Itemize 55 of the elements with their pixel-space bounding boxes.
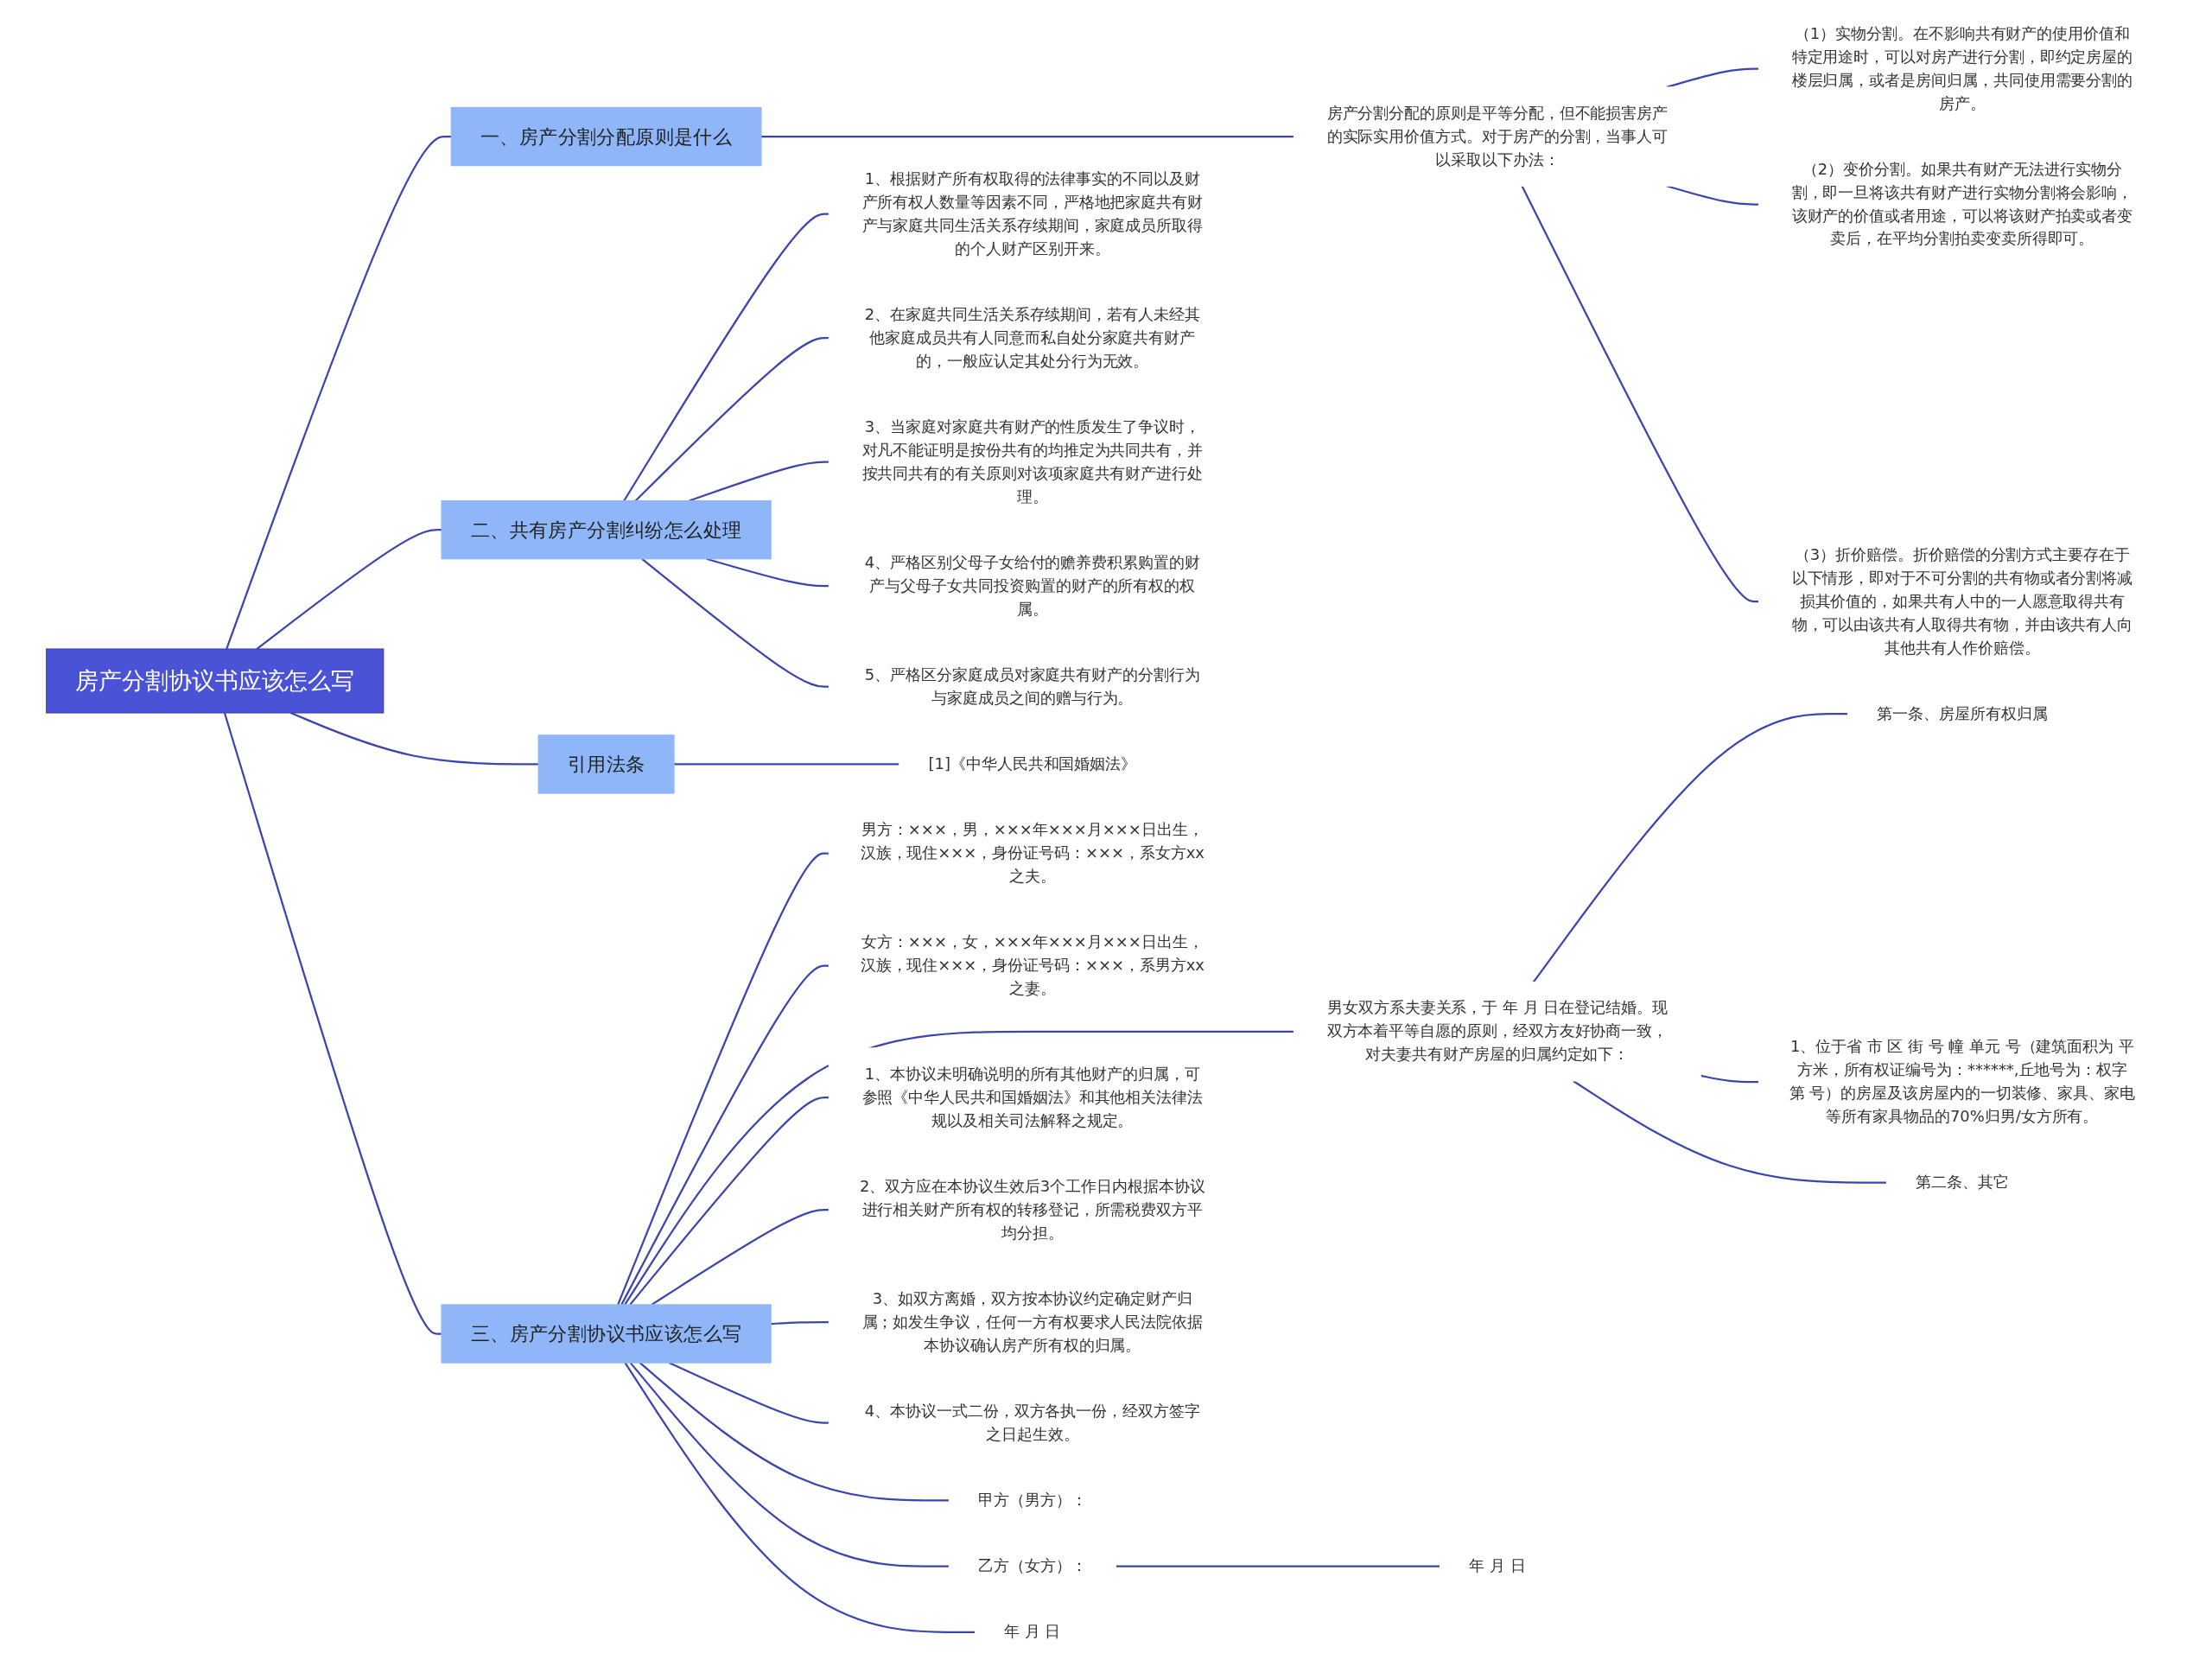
node-text: 2、双方应在本协议生效后3个工作日内根据本协议进行相关财产所有权的转移登记，所需税费双方平均分担。 — [860, 1176, 1205, 1243]
node-text: 房产分割分配的原则是平等分配，但不能损害房产的实际实用价值方式。对于房产的分割，当事人可以采取以下办法： — [1326, 103, 1669, 169]
connector — [223, 712, 442, 1335]
node-text: 1、根据财产所有权取得的法律事实的不同以及财产所有权人数量等因素不同，严格地把家庭共有财产与家庭共同生活关系存续期间，家庭成员所取得的个人财产区别开来。 — [861, 169, 1204, 258]
node-box: 二、共有房产分割纠纷怎么处理 — [441, 499, 772, 560]
node-text: 年 月 日 — [1469, 1556, 1526, 1575]
node-text: 甲方（男方）： — [978, 1491, 1087, 1510]
node-box: 引用法条 — [537, 734, 675, 794]
node-text: 男方：×××，男，×××年×××月×××日出生，汉族，现住×××，身份证号码：×××，系女方xx之夫。 — [860, 820, 1205, 886]
node-text: 5、严格区分家庭成员对家庭共有财产的分割行为与家庭成员之间的赠与行为。 — [864, 665, 1200, 708]
node-text: 女方：×××，女，×××年×××月×××日出生，汉族，现住×××，身份证号码：×××，系男方xx之妻。 — [860, 932, 1205, 998]
node-text: 乙方（女方）： — [978, 1556, 1087, 1575]
node-text: [1]《中华人民共和国婚姻法》 — [928, 754, 1137, 773]
connector — [674, 763, 899, 766]
node-text: 第二条、其它 — [1916, 1173, 2009, 1192]
connector — [624, 1030, 1294, 1306]
connector — [1116, 1565, 1440, 1567]
connector — [760, 135, 1294, 138]
node-box: 房产分割协议书应该怎么写 — [46, 648, 385, 714]
node-text: （3）折价赔偿。折价赔偿的分割方式主要存在于以下情形，即对于不可分割的共有物或者分割将减损其价值的，如果共有人中的一人愿意取得共有物，可以由该共有人取得共有物，并由该共有人向其他共有人作价赔偿。 — [1791, 545, 2133, 657]
node-text: 3、如双方离婚，双方按本协议约定确定财产归属；如发生争议，任何一方有权要求人民法院依据本协议确认房产所有权的归属。 — [861, 1288, 1204, 1355]
node-text: 男女双方系夫妻关系，于 年 月 日在登记结婚。现双方本着平等自愿的原则，经双方友好协商一致，对夫妻共有财产房屋的归属约定如下： — [1326, 998, 1669, 1064]
connector — [1700, 1074, 1759, 1084]
connector — [1666, 185, 1759, 206]
connector — [634, 337, 830, 502]
node-text: 2、在家庭共同生活关系存续期间，若有人未经其他家庭成员共有人同意而私自处分家庭共有财产的，一般应认定其处分行为无效。 — [864, 305, 1200, 371]
node-text: 4、本协议一式二份，双方各执一份，经双方签字之日起生效。 — [864, 1401, 1200, 1444]
node-text: 4、严格区别父母子女给付的赡养费积累购置的财产与父母子女共同投资购置的财产的所有权的权属。 — [864, 553, 1200, 619]
node-text: 第一条、房屋所有权归属 — [1877, 703, 2048, 723]
connector — [639, 1362, 950, 1502]
node-text: 年 月 日 — [1004, 1622, 1061, 1641]
connector — [624, 1362, 976, 1633]
connector — [641, 557, 830, 688]
connector — [689, 461, 830, 502]
node-text: （2）变价分割。如果共有财产无法进行实物分割，即一旦将该共有财产进行实物分割将会影响，该财产的价值或者用途，可以将该财产拍卖或者变卖后，在平均分割拍卖变卖所得即可。 — [1791, 159, 2133, 248]
connector — [629, 1096, 830, 1306]
connector — [1521, 185, 1759, 603]
connector — [1532, 713, 1848, 983]
node-box: 一、房产分割分配原则是什么 — [450, 106, 762, 167]
connector — [1666, 67, 1759, 88]
connector — [226, 135, 452, 650]
node-box: 三、房产分割协议书应该怎么写 — [441, 1304, 772, 1364]
connector — [669, 1362, 830, 1424]
connector — [620, 964, 830, 1306]
node-text: 3、当家庭对家庭共有财产的性质发生了争议时，对凡不能证明是按份共有的均推定为共同共有，并按共同共有的有关原则对该项家庭共有财产进行处理。 — [861, 417, 1204, 506]
connector — [617, 852, 830, 1306]
connector — [629, 1362, 950, 1567]
connector — [651, 1208, 830, 1306]
connector — [256, 529, 442, 650]
connector — [623, 213, 830, 502]
connector — [771, 1320, 830, 1326]
connector — [706, 557, 830, 588]
node-text: （1）实物分割。在不影响共有财产的使用价值和特定用途时，可以对房产进行分割，即约定房屋的楼层归属，或者是房间归属，共同使用需要分割的房产。 — [1791, 24, 2133, 113]
connector — [1573, 1080, 1887, 1184]
node-text: 1、位于省 市 区 街 号 幢 单元 号（建筑面积为 平方米，所有权证编号为：******,丘地号为：权字第 号）的房屋及该房屋内的一切装修、家具、家电等所有家具物品的70%归男/女方所有。 — [1789, 1037, 2136, 1126]
